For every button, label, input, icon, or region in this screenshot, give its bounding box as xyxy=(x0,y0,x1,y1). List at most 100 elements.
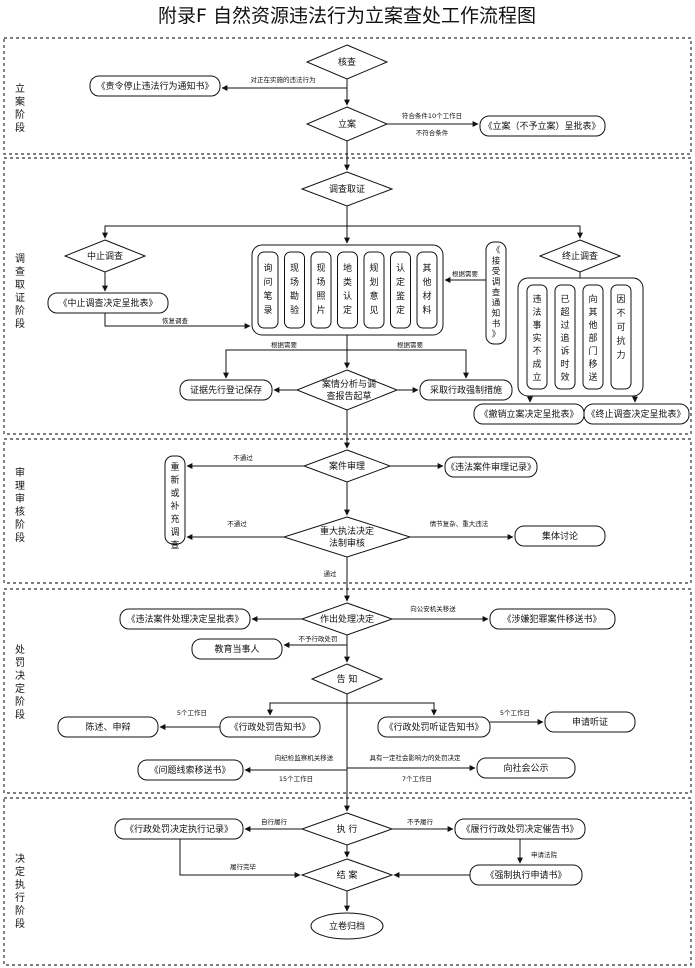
evidence-item-label: 其他材料 xyxy=(422,263,431,316)
filing-label: 立案 xyxy=(338,118,356,130)
edge-unqualified: 不符合条件 xyxy=(416,128,449,137)
evidence-item-box xyxy=(416,251,438,329)
edge-self-perform: 自行履行 xyxy=(261,817,288,826)
educate-box xyxy=(191,638,283,660)
evidence-item-box xyxy=(337,251,358,329)
stage-label-filing: 立案阶段 xyxy=(15,82,25,134)
decision-label: 作出处理决定 xyxy=(320,613,374,625)
publicity-box xyxy=(476,757,576,779)
trial-label: 案件审理 xyxy=(329,460,365,472)
edge-pass: 通过 xyxy=(324,569,338,578)
trial-record-label: 《违法案件审理记录》 xyxy=(446,461,536,473)
suspend-approval-box xyxy=(47,292,169,314)
edge-influence: 具有一定社会影响力的处罚决定 xyxy=(370,753,462,762)
publicity-label: 向社会公示 xyxy=(503,762,548,774)
investigate-label: 调查取证 xyxy=(329,183,365,195)
edge-no-penalty: 不予行政处罚 xyxy=(299,634,338,643)
notice-label: 《接受调查通知书》 xyxy=(492,246,501,340)
reason-item-box xyxy=(554,284,576,390)
stage-label-review: 审理审核阶段 xyxy=(15,466,25,544)
clue-transfer-label: 《问题线索移送书》 xyxy=(149,764,230,776)
terminate-label: 终止调查 xyxy=(562,250,598,262)
hearing-apply-label: 申请听证 xyxy=(572,716,608,728)
legal-review-label-2: 法制审核 xyxy=(329,537,365,549)
archive-label: 立卷归档 xyxy=(329,920,365,932)
evidence-item-box xyxy=(257,251,279,329)
archive-ellipse xyxy=(310,912,384,940)
hearing-book-box xyxy=(377,716,491,738)
filing-approval-label: 《立案（不予立案）呈批表》 xyxy=(483,120,600,132)
inform-label: 告 知 xyxy=(337,673,358,685)
evidence-item-label: 认定鉴定 xyxy=(396,262,405,316)
analysis-label-2: 查报告起草 xyxy=(326,390,371,402)
statement-box xyxy=(57,716,159,738)
evidence-item-label: 询问笔录 xyxy=(263,262,272,316)
edge-7days: 7个工作日 xyxy=(402,774,432,783)
educate-label: 教育当事人 xyxy=(214,643,259,655)
register-save-label: 证据先行登记保存 xyxy=(190,384,262,396)
reason-item-label: 因不可抗力 xyxy=(616,294,625,361)
page-title: 附录F 自然资源违法行为立案查处工作流程图 xyxy=(158,5,536,27)
terminate-approval-box xyxy=(583,403,690,425)
decision-approval-box xyxy=(119,608,251,630)
execute-label: 执 行 xyxy=(337,823,358,835)
edge-fail-2: 不通过 xyxy=(227,519,247,528)
check-label: 核查 xyxy=(338,56,356,68)
evidence-item-label: 现场勘验 xyxy=(290,263,299,316)
crime-transfer-box xyxy=(489,608,616,630)
edge-resume: 恢复调查 xyxy=(162,316,189,325)
edge-need-2: 根据需要 xyxy=(271,340,298,349)
collective-label: 集体讨论 xyxy=(542,530,578,542)
evidence-item-label: 规划意见 xyxy=(369,263,378,316)
reason-item-label: 已超过追诉时效 xyxy=(560,294,569,383)
order-stop-box xyxy=(89,75,221,97)
suspend-approval-label: 《中止调查决定呈批表》 xyxy=(58,297,157,309)
statement-label: 陈述、申辩 xyxy=(85,721,130,733)
close-case-label: 结 案 xyxy=(337,869,358,881)
notice-box xyxy=(485,241,507,345)
edge-5days-2: 5个工作日 xyxy=(500,708,530,717)
execution-record-label: 《行政处罚决定执行记录》 xyxy=(125,823,233,835)
reinvestigate-box xyxy=(164,455,186,545)
edge-need-1: 根据需要 xyxy=(452,269,479,278)
edge-5days-1: 5个工作日 xyxy=(177,708,207,717)
reason-item-box xyxy=(610,284,632,390)
edge-discipline: 向纪检监察机关移送 xyxy=(275,753,334,762)
reason-item-box xyxy=(526,284,548,390)
coercive-box xyxy=(419,379,513,401)
decision-approval-label: 《违法案件处理决定呈批表》 xyxy=(126,613,243,625)
clue-transfer-box xyxy=(137,759,244,781)
edge-complex: 情节复杂、重大违法 xyxy=(430,519,489,528)
suspend-label: 中止调查 xyxy=(87,250,123,262)
crime-transfer-label: 《涉嫌犯罪案件移送书》 xyxy=(502,613,601,625)
analysis-label-1: 案情分析与调 xyxy=(322,378,376,390)
evidence-item-box xyxy=(284,251,305,329)
enforcement-label: 《强制执行申请书》 xyxy=(485,869,566,881)
reason-item-label: 违法事实不成立 xyxy=(532,294,541,383)
reason-item-box xyxy=(582,284,604,390)
edge-fail-1: 不通过 xyxy=(233,453,253,462)
inform-book-label: 《行政处罚告知书》 xyxy=(229,721,310,733)
hearing-apply-box xyxy=(544,711,636,733)
coercive-label: 采取行政强制措施 xyxy=(430,384,502,396)
legal-review-diamond xyxy=(282,516,412,558)
evidence-item-label: 现场照片 xyxy=(316,263,325,316)
reason-item-label: 向其他部门移送 xyxy=(588,293,597,383)
register-save-box xyxy=(179,379,273,401)
stage-label-investigation: 调查取证阶段 xyxy=(15,253,25,330)
trial-record-box xyxy=(444,456,538,478)
stage-label-penalty: 处罚决定阶段 xyxy=(15,644,25,721)
urge-book-label: 《履行行政处罚决定催告书》 xyxy=(461,823,578,835)
execution-record-box xyxy=(114,818,244,840)
evidence-item-box xyxy=(310,251,332,329)
reinvestigate-label: 重新或补充调查 xyxy=(170,461,179,551)
edge-done: 履行完毕 xyxy=(230,862,257,871)
collective-box xyxy=(514,525,606,547)
terminate-approval-label: 《终止调查决定呈批表》 xyxy=(586,408,685,420)
edge-not-perform: 不予履行 xyxy=(407,817,434,826)
edge-ongoing: 对正在实施的违法行为 xyxy=(251,75,316,84)
analysis-diamond xyxy=(295,369,399,411)
edge-15days: 15个工作日 xyxy=(279,774,313,783)
revoke-approval-label: 《撤销立案决定呈批表》 xyxy=(479,408,578,420)
